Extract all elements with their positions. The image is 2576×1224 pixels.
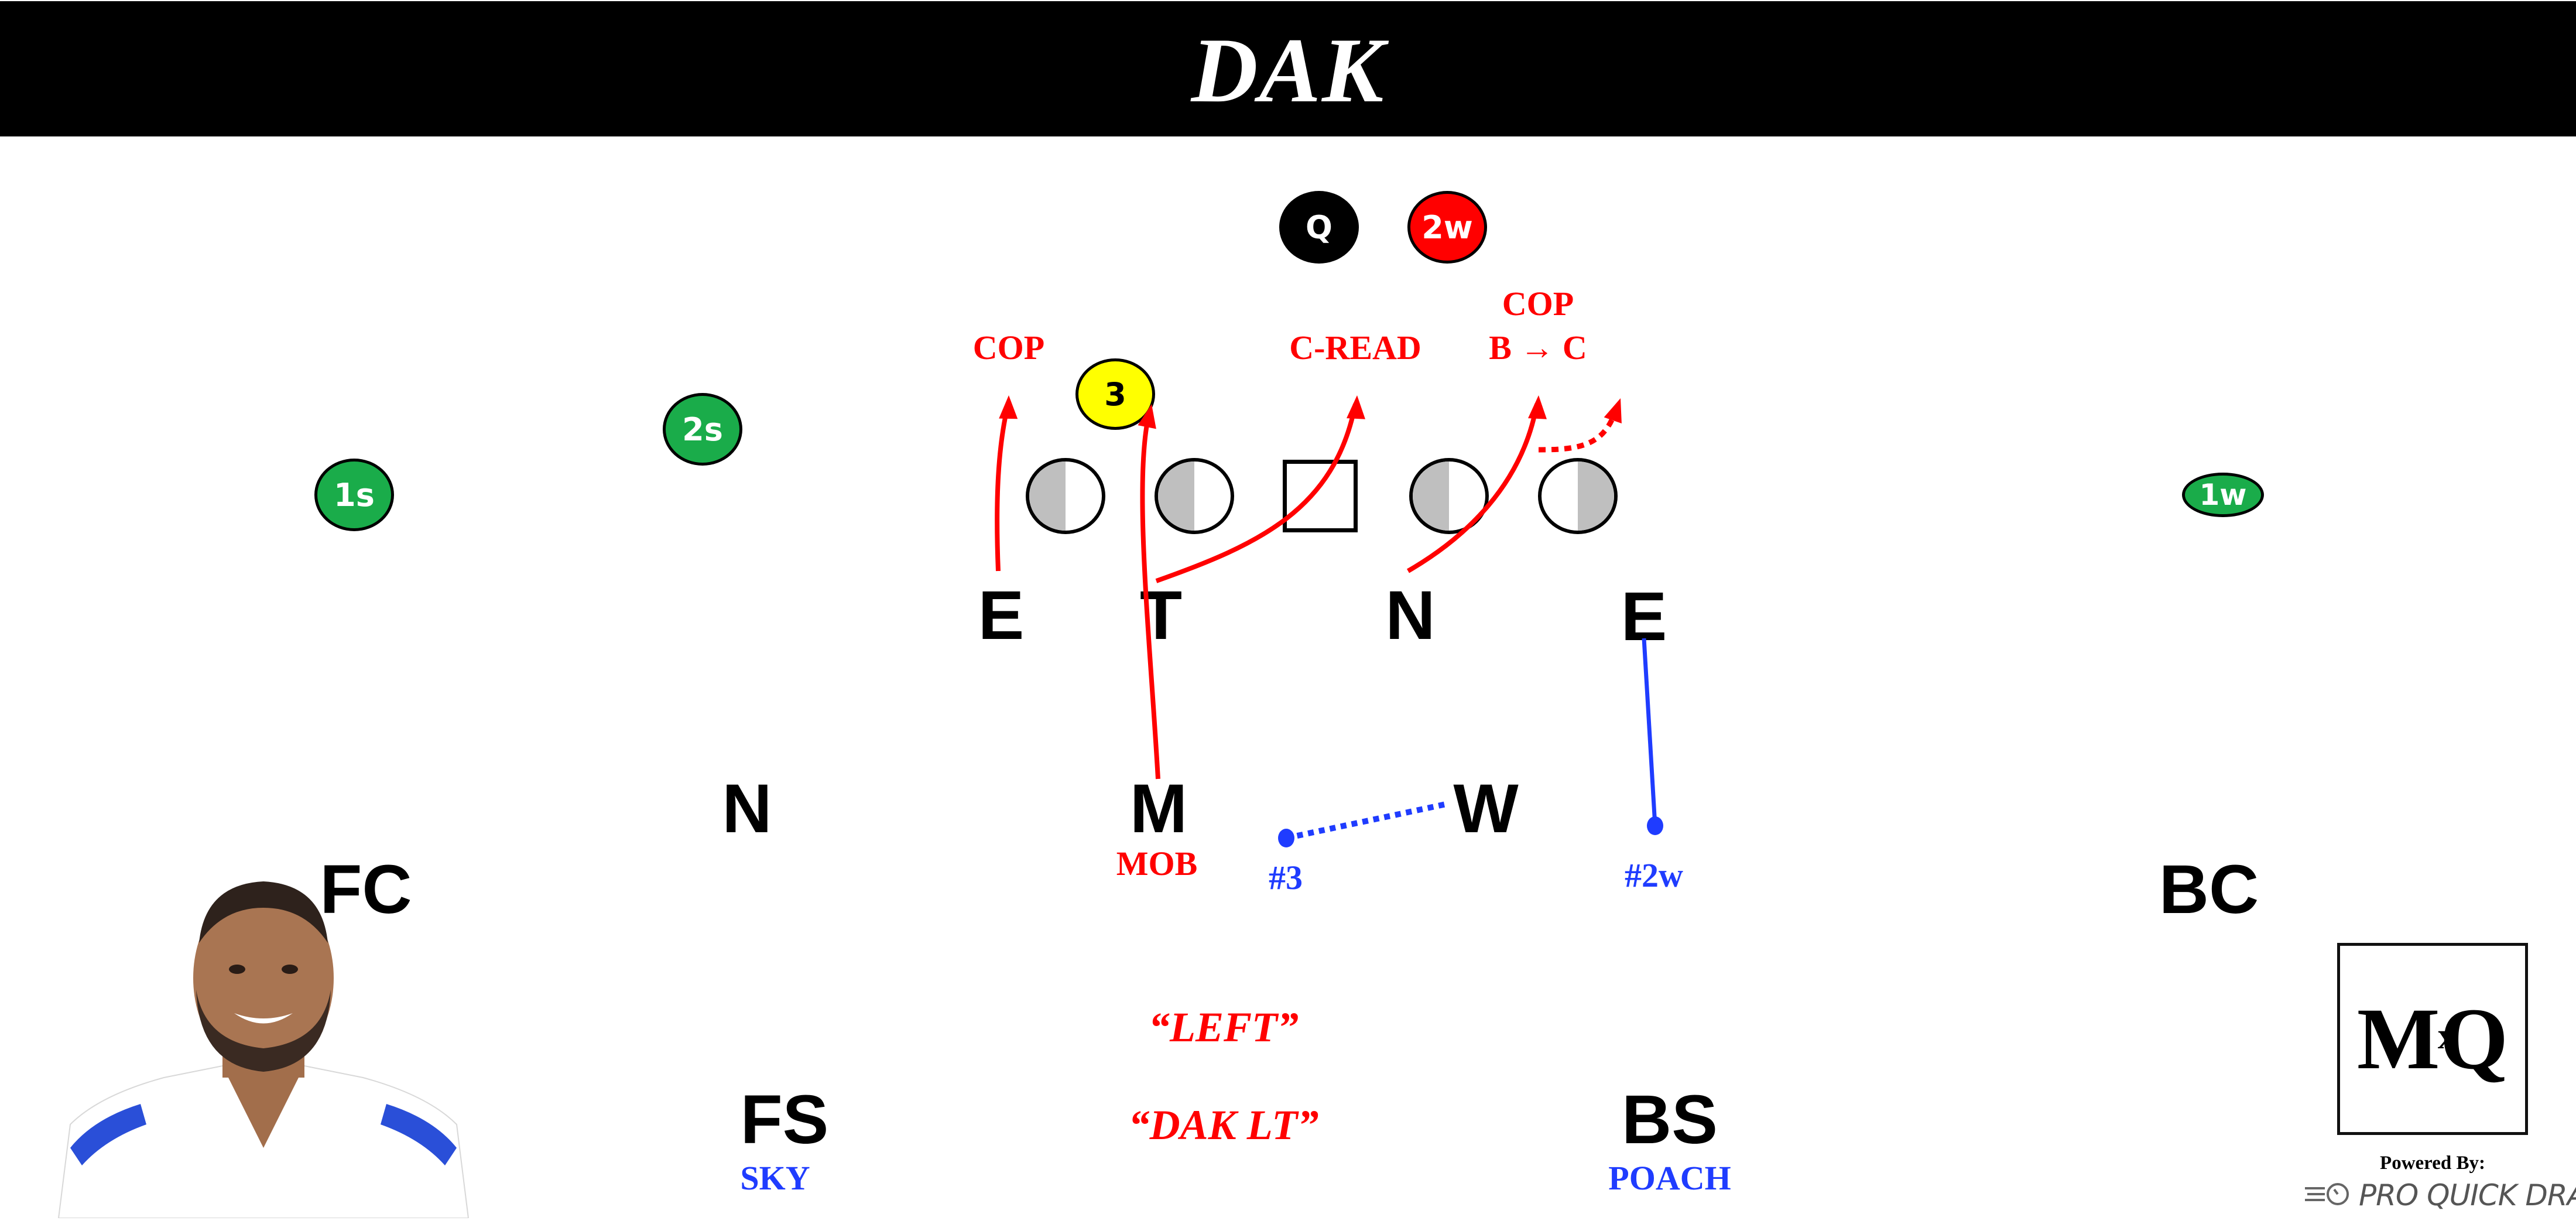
lineman-shade [1413, 461, 1449, 531]
defender-bc-8: BC [2159, 851, 2259, 928]
offensive-lineman-3 [1409, 458, 1489, 534]
coverage-label-blue: #2w [1625, 856, 1683, 894]
mqx-logo-text: MQ x [2356, 990, 2509, 1088]
offense-token-2s: 2s [663, 393, 742, 466]
arrowhead-icon [1528, 395, 1547, 419]
assignment-label-red: COP [972, 329, 1045, 367]
rush-route-red [995, 404, 1010, 572]
offensive-lineman-1 [1026, 458, 1105, 534]
play-call-1: “LEFT” [1148, 1004, 1299, 1051]
offense-token-3: 3 [1075, 358, 1155, 430]
defender-bs-10: BS [1622, 1081, 1718, 1158]
rush-option-route-red-dotted [1538, 409, 1619, 453]
arrowhead-icon [999, 395, 1018, 419]
stopwatch-icon [2304, 1181, 2353, 1210]
defender-fc-7: FC [320, 851, 412, 928]
play-title: DAK [1191, 19, 1385, 122]
play-call-2: “DAK LT” [1128, 1102, 1319, 1148]
player-photo [47, 873, 480, 1219]
mqx-logo-x: x [2437, 1015, 2457, 1057]
offense-token-1s: 1s [314, 459, 394, 531]
powered-by-label: Powered By: [2380, 1153, 2485, 1174]
coverage-label-blue: SKY [740, 1159, 810, 1197]
lineman-shade [1578, 461, 1614, 531]
defender-w-6: W [1453, 770, 1519, 847]
play-title-bar: DAK [0, 1, 2576, 136]
route-endpoint-dot [1278, 829, 1294, 847]
coverage-label-blue: POACH [1608, 1159, 1731, 1197]
defender-n-2: N [1385, 577, 1436, 654]
route-endpoint-dot [1647, 816, 1663, 835]
defender-n-4: N [722, 770, 772, 847]
offense-token-q: Q [1279, 191, 1359, 264]
coverage-route-blue-dotted [1285, 801, 1450, 841]
pro-quick-draw-brand: PRO QUICK DRAW [2304, 1178, 2576, 1212]
coverage-route-blue [1642, 638, 1657, 826]
offensive-center [1283, 460, 1358, 532]
assignment-label-red: MOB [1116, 845, 1198, 883]
arrowhead-icon [1347, 395, 1365, 419]
offense-token-2w: 2w [1407, 191, 1487, 264]
defender-e-0: E [978, 577, 1025, 654]
coverage-label-blue: #3 [1269, 859, 1303, 897]
defender-m-5: M [1129, 770, 1188, 847]
offense-token-1w: 1w [2182, 473, 2264, 517]
offensive-lineman-2 [1155, 458, 1234, 534]
lineman-shade [1029, 461, 1066, 531]
offensive-lineman-4 [1538, 458, 1618, 534]
pro-quick-draw-text: PRO QUICK DRAW [2359, 1178, 2576, 1212]
assignment-label-red: COP [1502, 285, 1574, 323]
defender-e-3: E [1621, 578, 1667, 655]
defender-fs-9: FS [740, 1081, 829, 1158]
arrowhead-icon [1604, 398, 1622, 424]
lineman-shade [1158, 461, 1194, 531]
defender-t-1: T [1139, 577, 1183, 654]
assignment-label-red: C-READ [1289, 329, 1421, 367]
mqx-logo: MQ x [2337, 943, 2528, 1135]
assignment-label-red: B → C [1489, 329, 1587, 367]
